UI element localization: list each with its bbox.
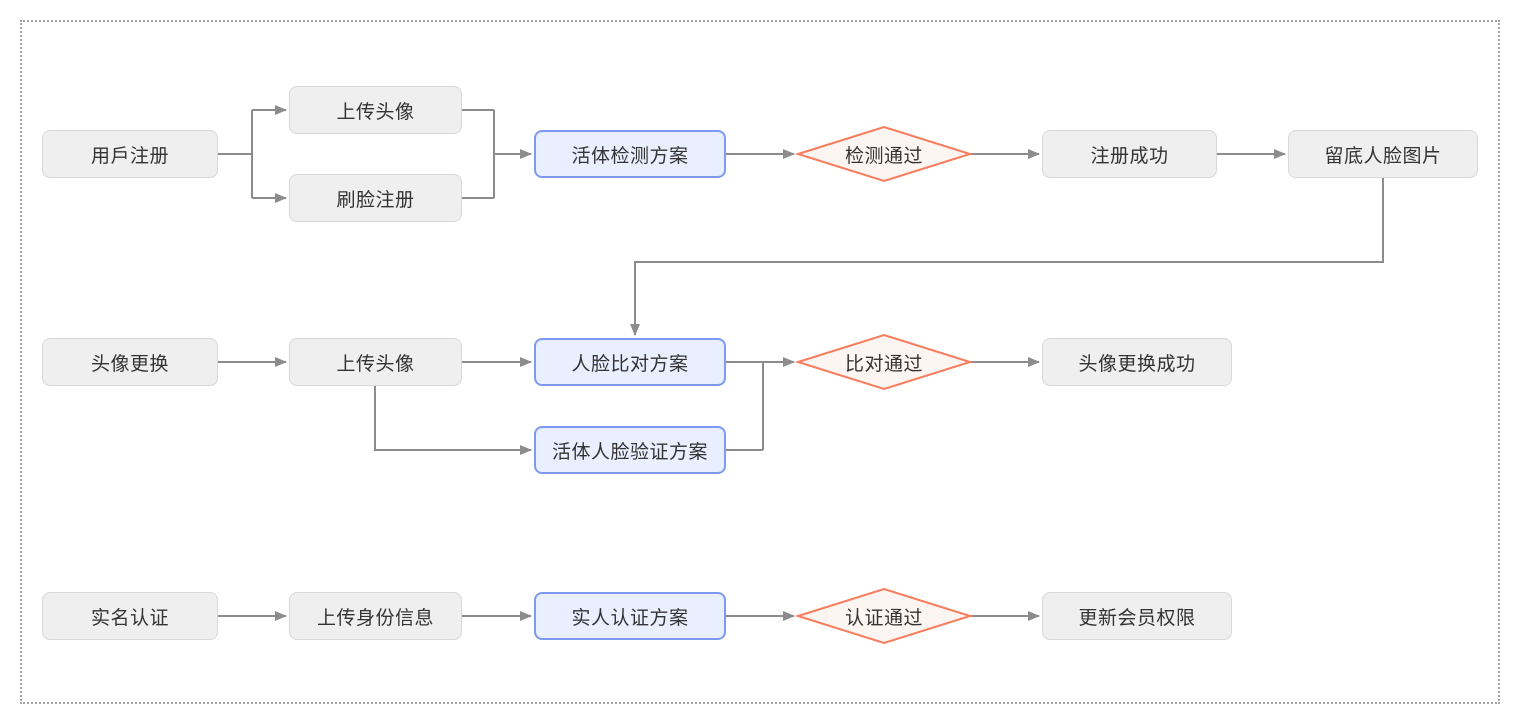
node-face-register: 刷脸注册 (289, 174, 462, 222)
node-upload-avatar-change: 上传头像 (289, 338, 462, 386)
decision-detection-passed: 检测通过 (844, 145, 923, 167)
node-saved-face-image: 留底人脸图片 (1288, 130, 1478, 178)
decision-shape-detection-passed (794, 125, 974, 183)
node-avatar-change: 头像更换 (42, 338, 218, 386)
node-avatar-change-success: 头像更换成功 (1042, 338, 1232, 386)
edge-upload-avatar-to-liveness-verification (374, 386, 532, 455)
decision-shape-auth-passed (794, 587, 974, 645)
node-face-compare-solution: 人脸比对方案 (534, 338, 726, 386)
edge-saved-face-image-to-face-compare (630, 178, 1384, 336)
node-upload-identity-info: 上传身份信息 (289, 592, 462, 640)
node-update-member-rights: 更新会员权限 (1042, 592, 1232, 640)
node-upload-avatar-register: 上传头像 (289, 86, 462, 134)
decision-shape-compare-passed (794, 333, 974, 391)
node-liveness-detection-solution: 活体检测方案 (534, 130, 726, 178)
node-register-success: 注册成功 (1042, 130, 1217, 178)
decision-compare-passed: 比对通过 (844, 353, 923, 375)
edge-user-register-split (218, 110, 253, 198)
node-liveness-face-verification-solution: 活体人脸验证方案 (534, 426, 726, 474)
node-realname-auth: 实名认证 (42, 592, 218, 640)
node-user-register: 用戶注册 (42, 130, 218, 178)
edge-solutions-merge (726, 361, 764, 451)
edge-avatar-faceregister-merge (462, 109, 495, 199)
decision-auth-passed: 认证通过 (844, 607, 923, 629)
node-real-person-auth-solution: 实人认证方案 (534, 592, 726, 640)
